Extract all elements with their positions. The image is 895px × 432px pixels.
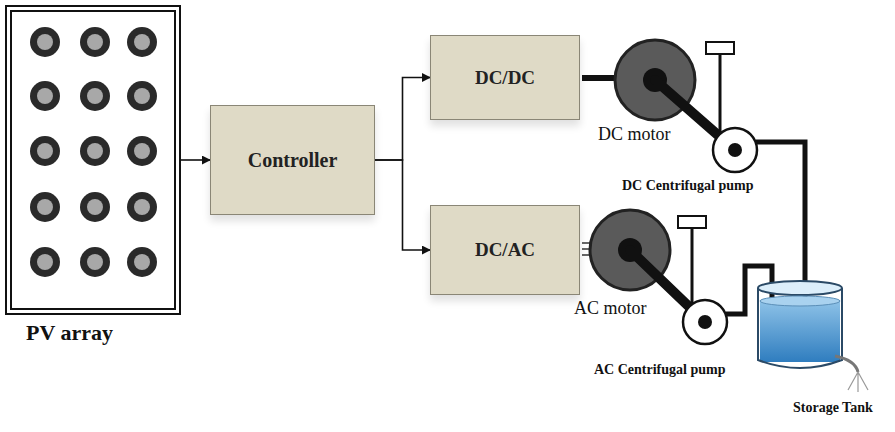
- dc-pump-hub: [728, 143, 742, 157]
- pv-cell-face: [134, 254, 150, 270]
- pv-cell-face: [37, 88, 53, 104]
- outlet-spray: [848, 372, 868, 392]
- motor-label: AC motor: [574, 298, 647, 319]
- pv-cell-face: [87, 254, 103, 270]
- motor-label: DC motor: [598, 124, 671, 145]
- pv-array: PV array: [5, 5, 181, 315]
- node-text: Controller: [248, 149, 338, 172]
- pv-cell-face: [87, 34, 103, 50]
- dc-pump-handle: [706, 42, 734, 54]
- tank-rim: [758, 281, 842, 295]
- converter-box: DC/DC: [430, 35, 580, 120]
- storage-tank-symbol: [758, 288, 842, 368]
- dc-pump-inlet: [719, 54, 722, 132]
- pv-cell-face: [87, 88, 103, 104]
- pv-cell-rim: [80, 81, 110, 111]
- pv-cell-rim: [80, 192, 110, 222]
- inverter-box: DC/AC: [430, 205, 580, 295]
- pv-cell-rim: [80, 136, 110, 166]
- pv-cell-face: [134, 88, 150, 104]
- pv-cell-rim: [127, 27, 157, 57]
- pv-cell-rim: [80, 27, 110, 57]
- pv-cell-rim: [127, 192, 157, 222]
- pv-cell-face: [37, 143, 53, 159]
- pv-cell-face: [87, 199, 103, 215]
- pv-cell-face: [37, 34, 53, 50]
- node-text: DC/DC: [475, 67, 535, 89]
- pv-cell-rim: [80, 247, 110, 277]
- ac-pump-handle: [678, 216, 706, 228]
- pv-cell-rim: [30, 247, 60, 277]
- tank-outlet: [835, 356, 858, 372]
- pv-cell-face: [134, 199, 150, 215]
- pump-label: DC Centrifugal pump: [622, 178, 753, 194]
- pv-cell-face: [37, 199, 53, 215]
- flow-arrow: [375, 160, 430, 250]
- pv-cell-rim: [30, 27, 60, 57]
- pv-cell-rim: [127, 247, 157, 277]
- dc-centrifugal-pump-symbol: [713, 128, 757, 172]
- pv-cell-face: [87, 143, 103, 159]
- tank-water: [760, 300, 840, 362]
- controller-box: Controller: [210, 105, 375, 215]
- node-text: DC/AC: [475, 239, 535, 261]
- ac-pump-inlet: [691, 228, 694, 304]
- pv-cell-face: [134, 143, 150, 159]
- pv-cell-rim: [127, 81, 157, 111]
- pv-cell-rim: [30, 136, 60, 166]
- pump-label: AC Centrifugal pump: [594, 362, 725, 378]
- pv-cell-rim: [30, 192, 60, 222]
- pv-cell-rim: [30, 81, 60, 111]
- pv-cell-rim: [127, 136, 157, 166]
- tank-label: Storage Tank: [793, 400, 873, 416]
- pv-cells: [30, 27, 157, 277]
- dc-wire: [582, 75, 617, 81]
- pv-cell-face: [134, 34, 150, 50]
- pv-cell-face: [37, 254, 53, 270]
- flow-arrow: [375, 78, 430, 161]
- ac-pump-hub: [698, 315, 712, 329]
- flow-arrow: [181, 159, 210, 161]
- node-text: PV array: [26, 320, 113, 346]
- water-surface: [760, 296, 840, 306]
- ac-centrifugal-pump-symbol: [683, 300, 727, 344]
